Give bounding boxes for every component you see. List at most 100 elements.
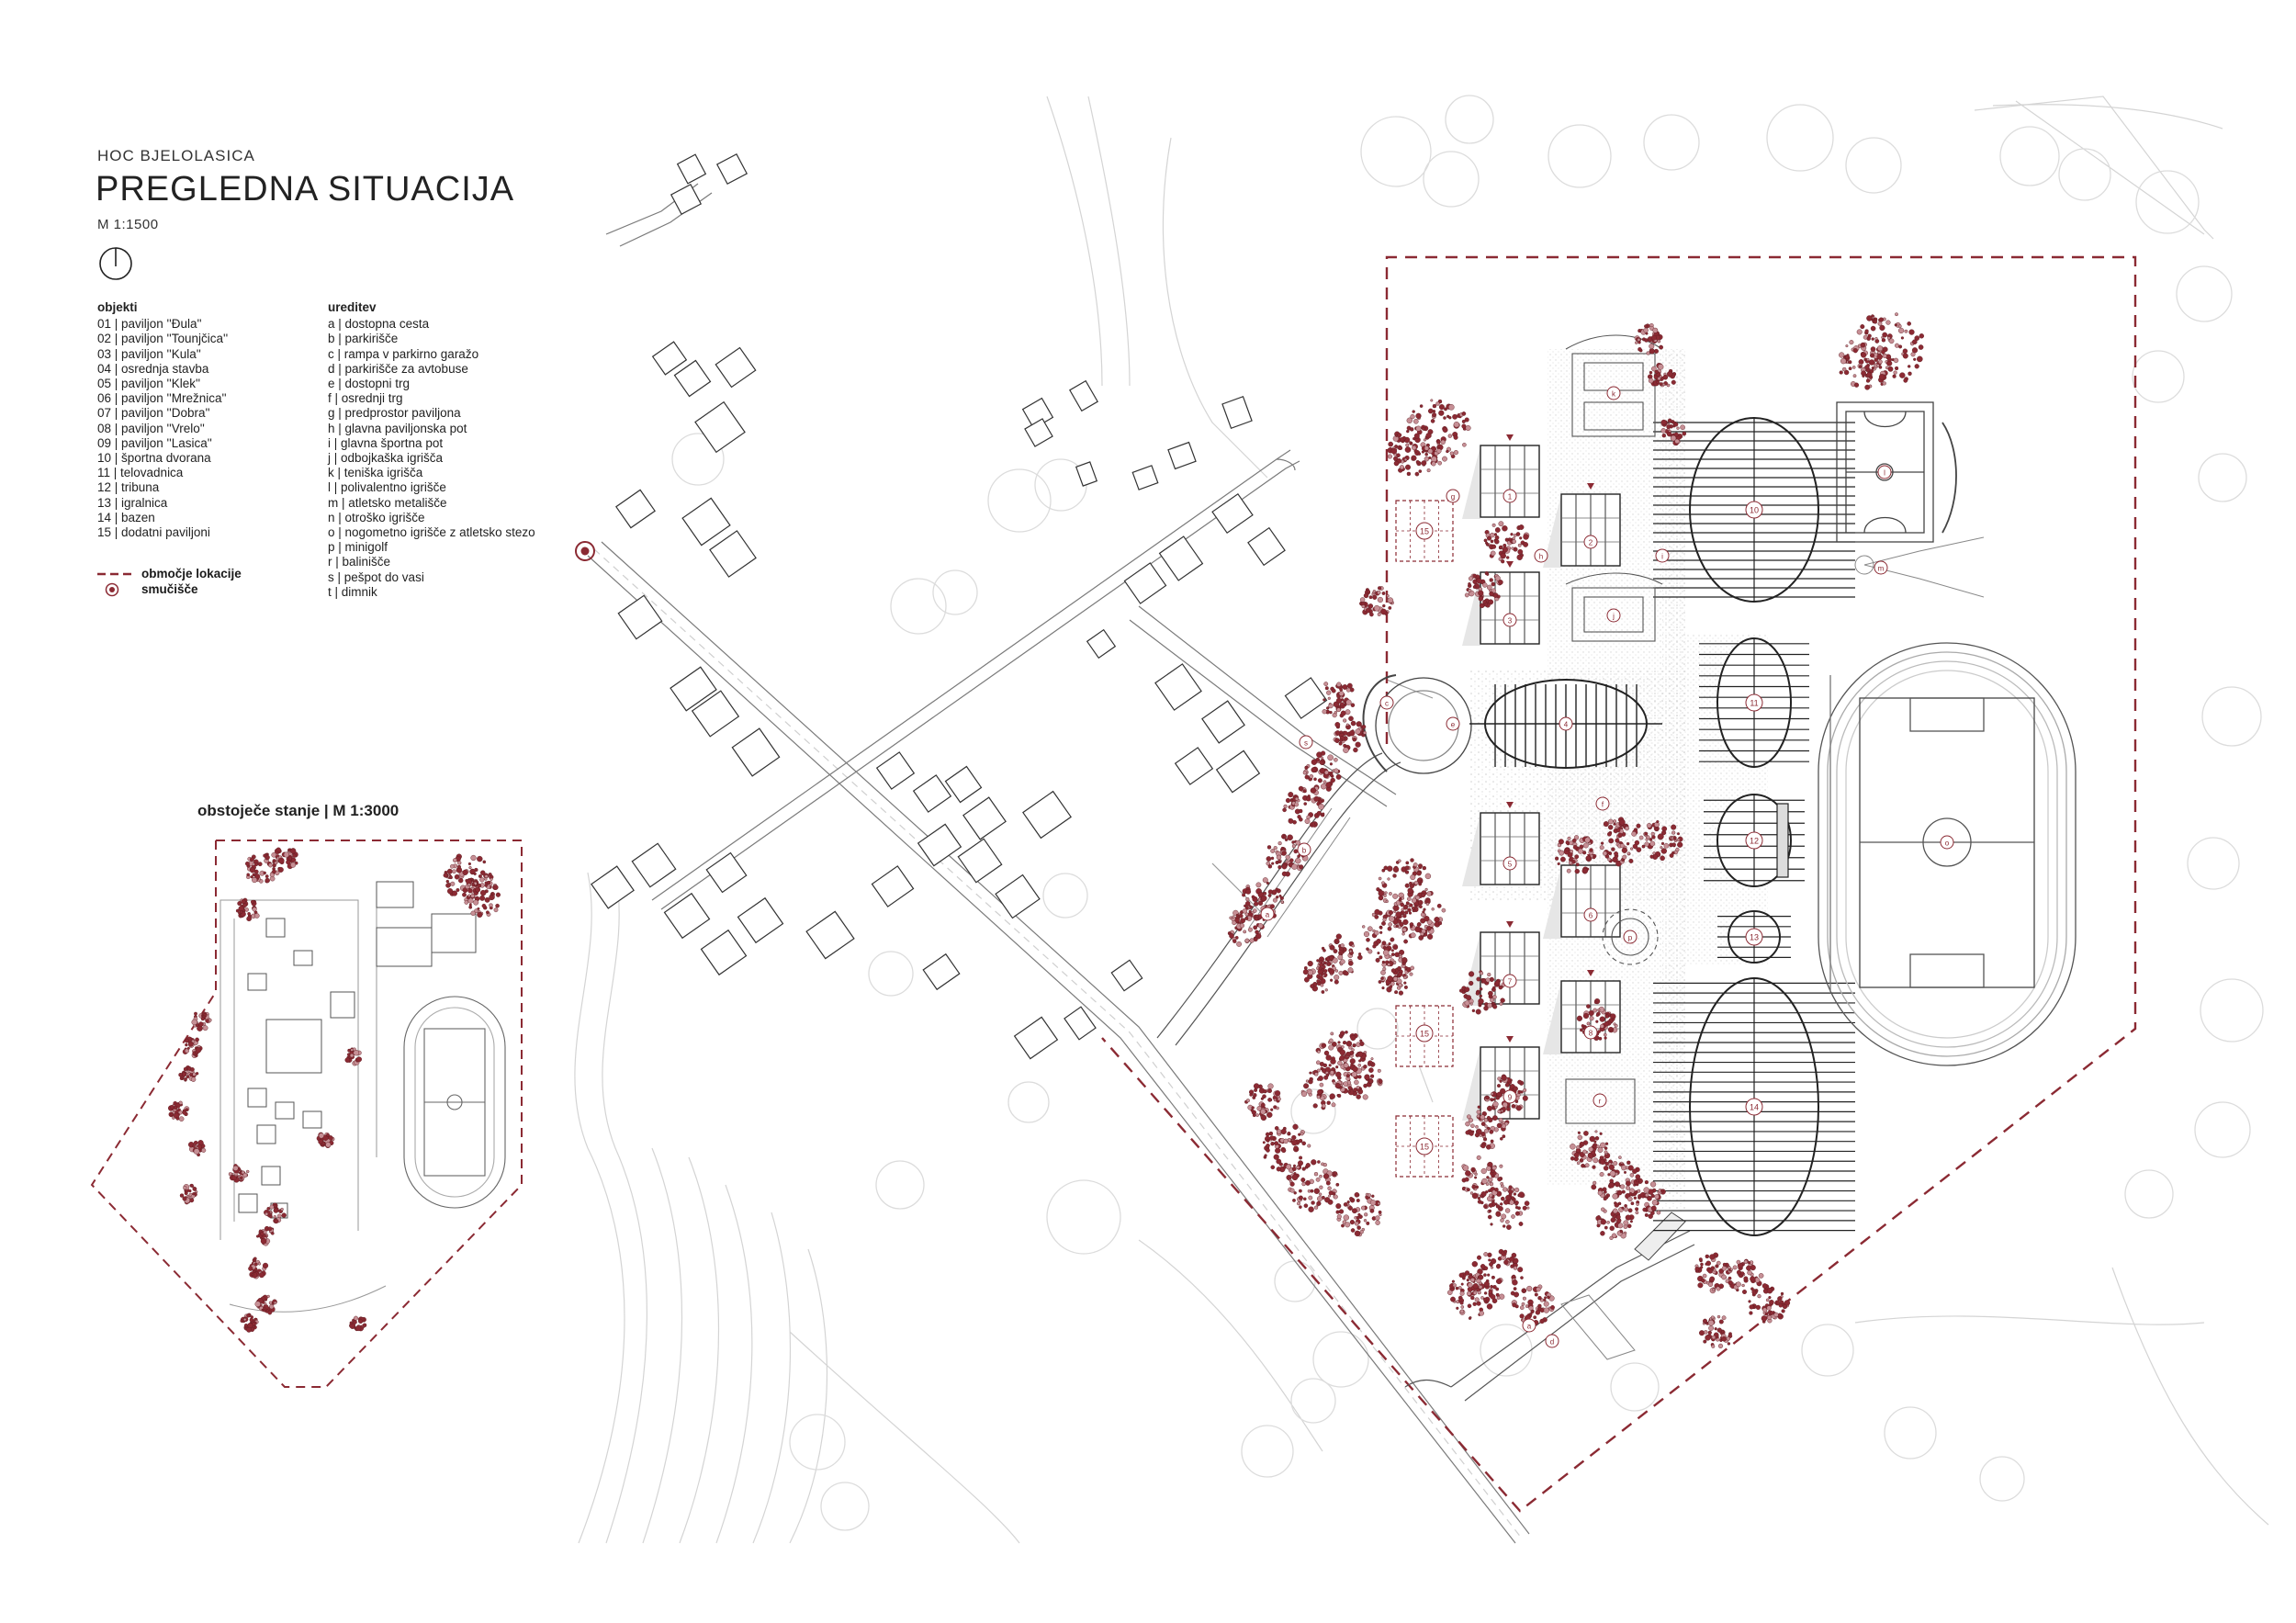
plan-label: a xyxy=(1260,907,1275,921)
plan-label: 15 xyxy=(1415,522,1434,540)
ureditev-item: j | odbojkaška igrišča xyxy=(328,451,444,466)
plan-label: 14 xyxy=(1745,1098,1763,1116)
mini-tree xyxy=(182,1036,203,1059)
svg-text:13: 13 xyxy=(1750,933,1759,942)
svg-text:p: p xyxy=(1628,934,1633,942)
pavilion-building xyxy=(1462,802,1540,886)
plan-label: 7 xyxy=(1503,974,1517,988)
tree-canopy xyxy=(1748,1283,1791,1324)
objects-item: 04 | osrednja stavba xyxy=(97,361,209,376)
tree-canopy xyxy=(1447,1270,1496,1320)
plan-label: a xyxy=(1522,1318,1536,1333)
tree-canopy xyxy=(1359,586,1394,617)
mini-map-title: obstoječe stanje | M 1:3000 xyxy=(197,802,400,819)
plan-label: e xyxy=(1446,716,1460,731)
ureditev-item: o | nogometno igrišče z atletsko stezo xyxy=(328,525,535,540)
mini-tree xyxy=(167,1100,190,1121)
plan-label: b xyxy=(1297,842,1311,857)
tree-canopy xyxy=(1641,819,1683,862)
mini-tree xyxy=(256,1225,275,1246)
objects-item: 03 | paviljon ''Kula'' xyxy=(97,346,201,361)
svg-text:14: 14 xyxy=(1750,1103,1759,1112)
plan-label: p xyxy=(1623,930,1638,944)
svg-text:i: i xyxy=(1661,553,1663,561)
mini-tree xyxy=(187,1140,207,1157)
objects-item: 02 | paviljon ''Tounjčica'' xyxy=(97,332,229,346)
tree-canopy xyxy=(1244,1083,1281,1121)
ureditev-item: l | polivalentno igrišče xyxy=(328,480,446,495)
svg-text:a: a xyxy=(1266,911,1270,919)
plan-label: f xyxy=(1595,796,1610,811)
tree-canopy xyxy=(1647,363,1677,388)
plan-label: 3 xyxy=(1503,613,1517,627)
tree-canopy xyxy=(1318,933,1363,976)
plan-label: c xyxy=(1379,695,1394,710)
objects-item: 06 | paviljon ''Mrežnica'' xyxy=(97,391,227,406)
tree-canopy xyxy=(1483,521,1530,564)
svg-text:e: e xyxy=(1451,721,1456,729)
project-name: HOC BJELOLASICA xyxy=(97,147,255,164)
page-title: PREGLEDNA SITUACIJA xyxy=(96,170,515,209)
tree-canopy xyxy=(1333,716,1367,753)
svg-text:3: 3 xyxy=(1508,617,1513,626)
village-roads xyxy=(587,183,1530,1544)
svg-text:b: b xyxy=(1302,847,1307,855)
village-buildings xyxy=(591,152,1328,1060)
site-boundary xyxy=(1101,255,2137,1513)
dashed-line-icon xyxy=(97,572,136,576)
svg-text:5: 5 xyxy=(1508,861,1513,869)
tree-canopy xyxy=(1300,1066,1345,1110)
ureditev-item: m | atletsko metališče xyxy=(328,495,447,510)
tree-canopy xyxy=(1839,336,1893,390)
plan-label: 10 xyxy=(1745,501,1763,519)
plan-label: 15 xyxy=(1415,1024,1434,1043)
svg-text:j: j xyxy=(1612,613,1615,621)
tree-canopy xyxy=(1262,1123,1311,1174)
plan-label: h xyxy=(1534,548,1548,563)
svg-text:a: a xyxy=(1527,1323,1532,1331)
plan-label: k xyxy=(1606,386,1621,400)
mini-tree xyxy=(191,1011,212,1031)
plan-label: o xyxy=(1940,835,1954,850)
mini-tree xyxy=(248,1257,269,1279)
site-trees xyxy=(1227,312,1925,1349)
north-arrow-icon xyxy=(99,247,132,280)
tree-canopy xyxy=(1694,1252,1731,1294)
svg-text:12: 12 xyxy=(1750,837,1759,846)
plan-label: 12 xyxy=(1745,831,1763,850)
objects-item: 01 | paviljon ''Đula'' xyxy=(97,317,202,332)
plan-label: 9 xyxy=(1503,1089,1517,1104)
mini-tree xyxy=(316,1132,335,1148)
svg-text:f: f xyxy=(1602,801,1604,809)
svg-text:7: 7 xyxy=(1508,978,1513,986)
tree-canopy xyxy=(1570,1130,1611,1169)
mini-tree xyxy=(228,1164,250,1183)
plan-label: m xyxy=(1874,560,1888,575)
plan-label: d xyxy=(1545,1334,1559,1348)
objects-item: 10 | športna dvorana xyxy=(97,451,211,466)
svg-text:k: k xyxy=(1612,390,1616,399)
ureditev-item: f | osrednji trg xyxy=(328,391,403,406)
pavilion-building xyxy=(1462,561,1540,646)
ureditev-item: r | balinišče xyxy=(328,555,391,569)
plan-label: 8 xyxy=(1583,1025,1598,1040)
plan-label: 4 xyxy=(1559,716,1573,731)
athletics-stadium xyxy=(1818,642,2077,1066)
plan-label: 15 xyxy=(1415,1137,1434,1155)
plan-label: 11 xyxy=(1745,693,1763,712)
svg-text:o: o xyxy=(1945,840,1950,848)
legend-objects-title: objekti xyxy=(97,300,138,314)
svg-text:15: 15 xyxy=(1420,527,1429,536)
tree-canopy xyxy=(1282,785,1325,828)
legend-ski: smučišče xyxy=(97,581,242,597)
objects-item: 07 | paviljon ''Dobra'' xyxy=(97,406,210,421)
objects-item: 08 | paviljon ''Vrelo'' xyxy=(97,421,205,435)
plan-label: l xyxy=(1877,465,1892,479)
tree-canopy xyxy=(1595,1201,1635,1240)
mini-tree xyxy=(254,1294,277,1315)
tree-canopy xyxy=(1728,1258,1764,1294)
svg-text:g: g xyxy=(1451,493,1455,502)
mini-tree xyxy=(244,852,280,884)
